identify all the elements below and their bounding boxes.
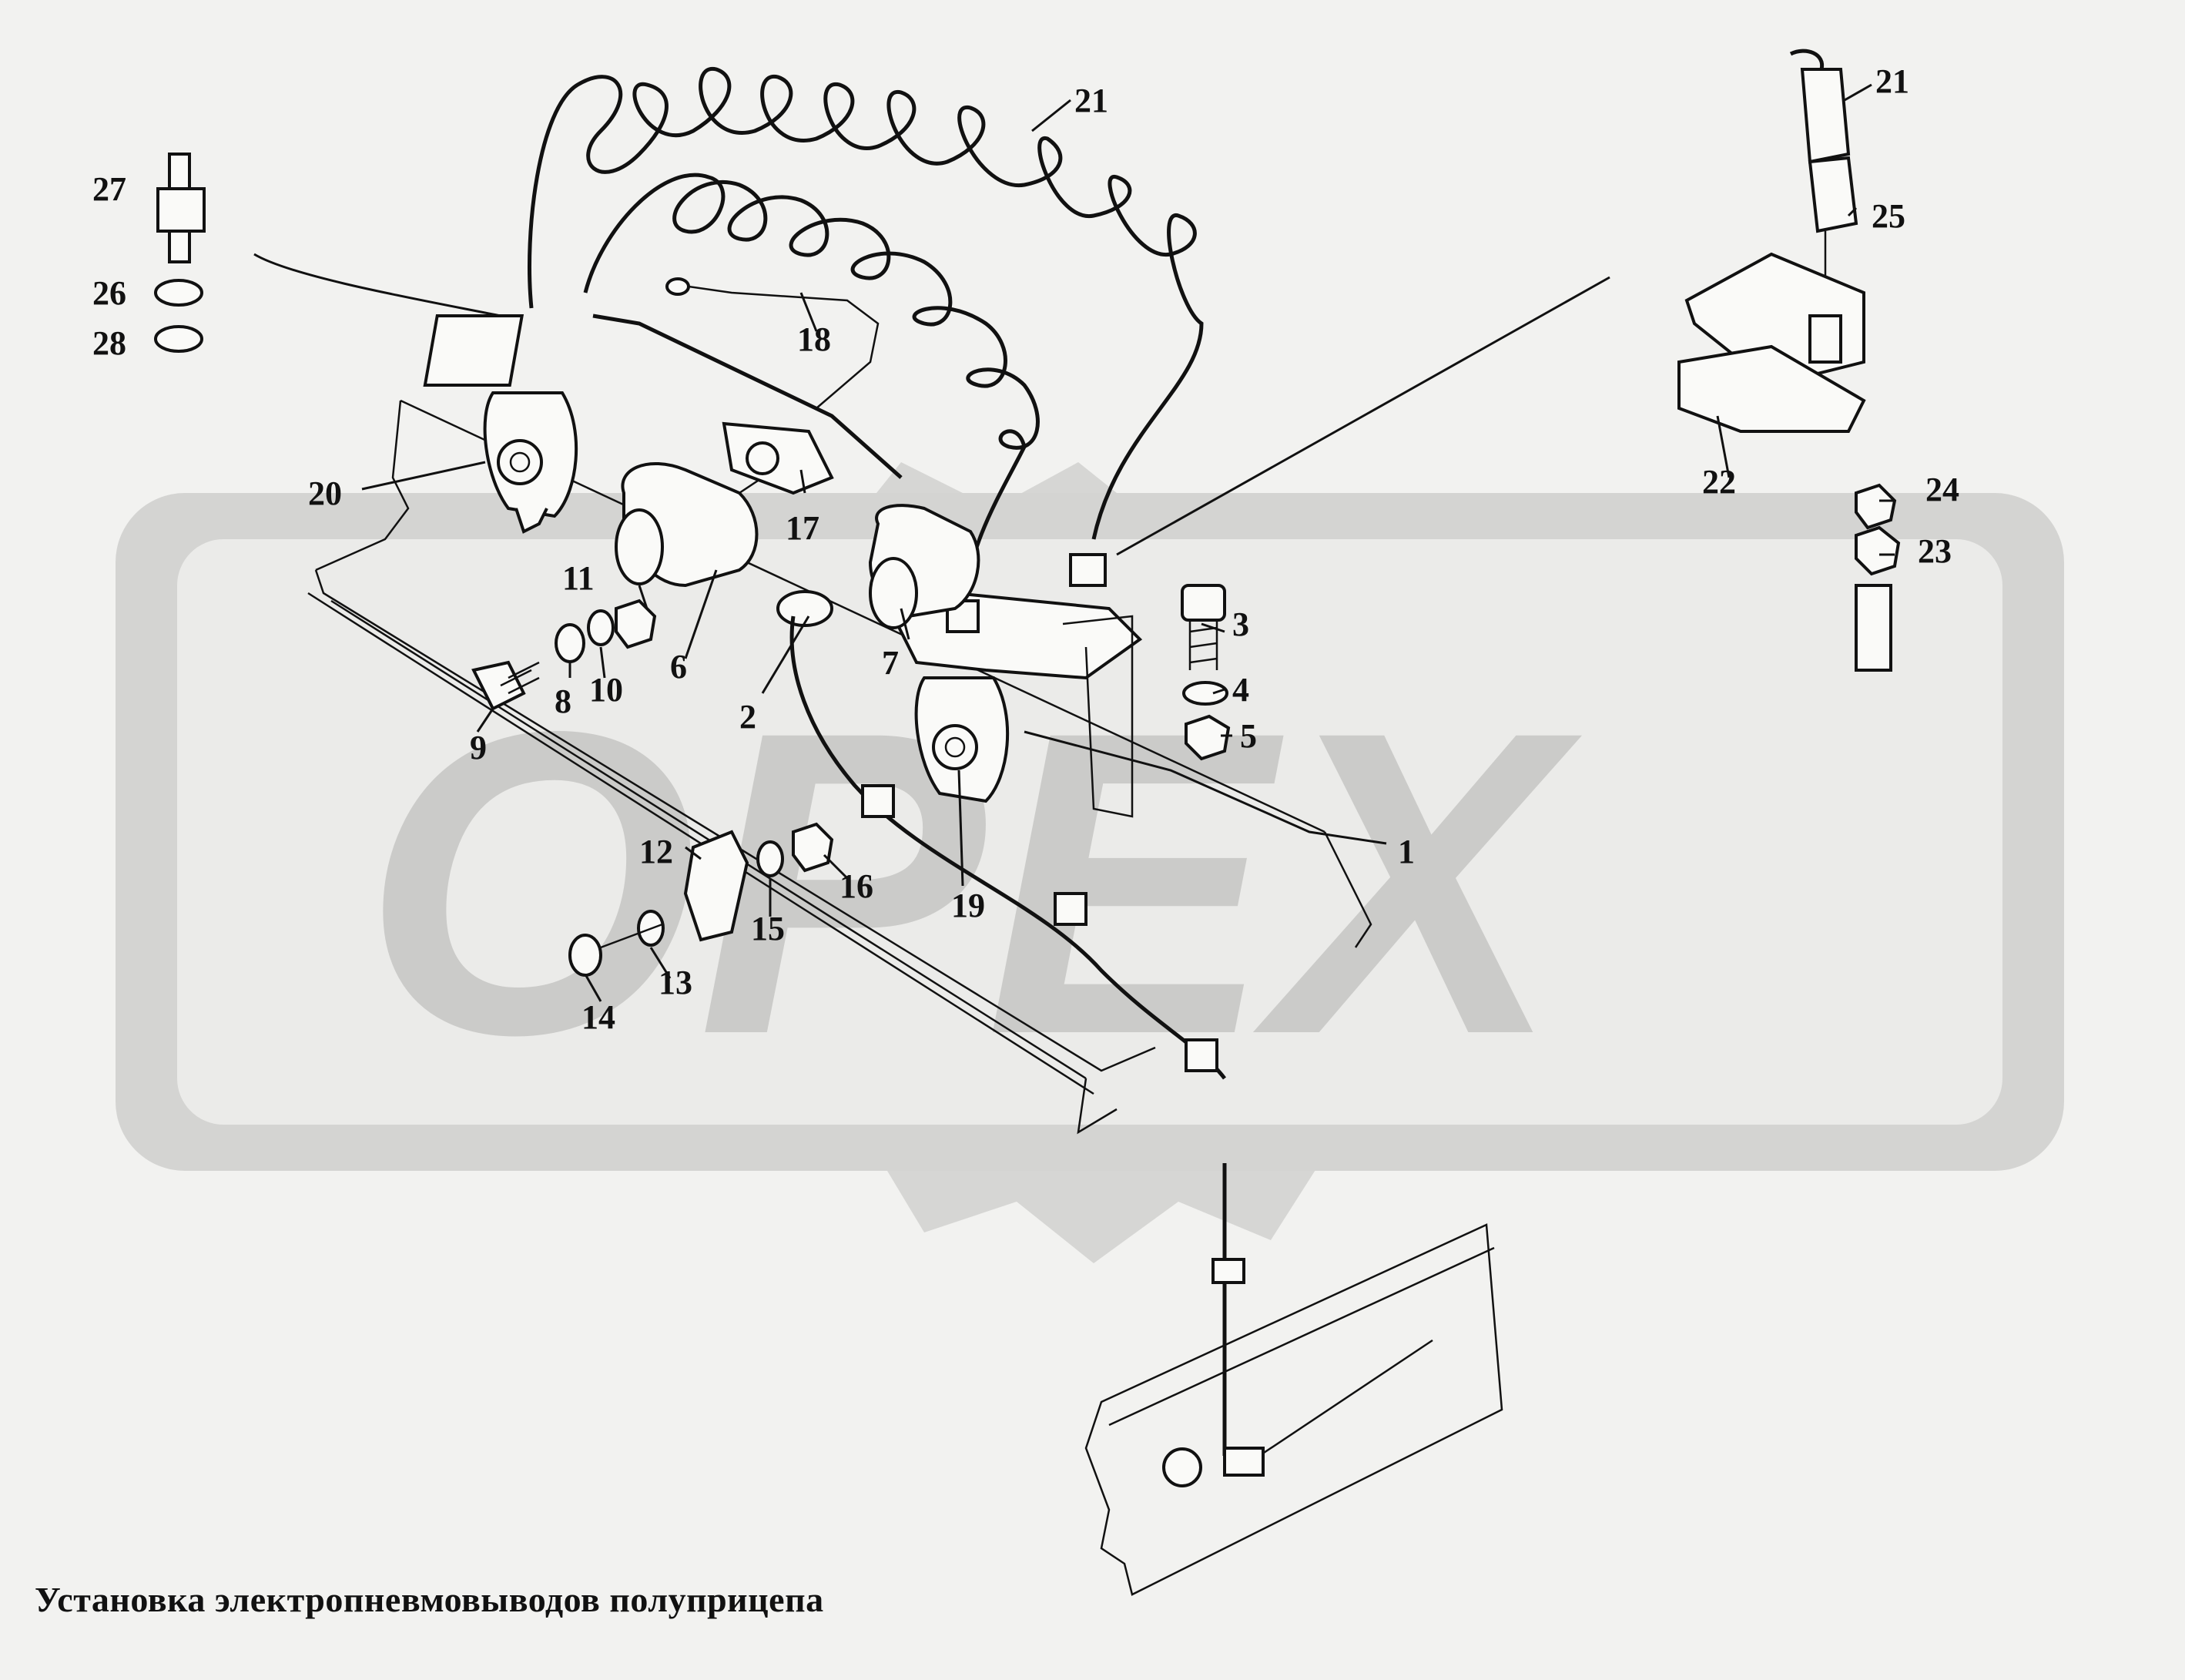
callout-26: 26 <box>92 274 126 312</box>
callout-20: 20 <box>308 474 342 512</box>
callout-21-right: 21 <box>1875 62 1909 100</box>
callout-24: 24 <box>1925 471 1959 508</box>
callout-labels: 1 2 3 4 5 6 7 8 9 10 11 12 13 14 15 16 1… <box>92 62 1959 1036</box>
lower-rail <box>1084 1163 1503 1596</box>
callout-6: 6 <box>670 648 687 686</box>
callout-8: 8 <box>555 682 571 720</box>
callout-14: 14 <box>581 998 615 1036</box>
fastener-set-9-11 <box>471 599 657 711</box>
callout-17: 17 <box>786 509 819 547</box>
callout-22: 22 <box>1702 463 1736 501</box>
callout-21-left: 21 <box>1074 82 1108 119</box>
right-assembly-21-25 <box>1677 49 1901 672</box>
callout-13: 13 <box>659 964 692 1001</box>
callout-11: 11 <box>562 559 595 597</box>
callout-27: 27 <box>92 170 126 208</box>
callout-28: 28 <box>92 324 126 362</box>
coupling-head-left <box>423 314 578 534</box>
callout-10: 10 <box>589 671 623 709</box>
part-17 <box>722 421 834 495</box>
callout-7: 7 <box>882 644 899 682</box>
socket-6 <box>615 461 779 588</box>
fastener-set-3-5 <box>1181 584 1231 761</box>
socket-7 <box>868 504 980 629</box>
callout-23: 23 <box>1918 532 1952 570</box>
callout-4: 4 <box>1232 671 1249 709</box>
callout-18: 18 <box>797 320 831 358</box>
callout-3: 3 <box>1232 605 1249 643</box>
grommet-2 <box>776 590 1226 1080</box>
callout-5: 5 <box>1240 717 1257 755</box>
hose-coils <box>528 66 1204 609</box>
coupling-head-right <box>914 676 1010 803</box>
callout-25: 25 <box>1872 197 1905 235</box>
part-18-wire <box>665 277 880 409</box>
leader-lines <box>253 83 1895 1002</box>
callout-15: 15 <box>751 910 785 947</box>
callout-2: 2 <box>739 698 756 736</box>
callout-19: 19 <box>951 887 985 924</box>
figure-caption: Установка электропневмовыводов полуприце… <box>35 1580 824 1619</box>
fastener-set-26-28 <box>154 153 206 353</box>
callout-12: 12 <box>639 833 673 870</box>
callout-16: 16 <box>839 867 873 905</box>
callout-1: 1 <box>1398 833 1415 870</box>
callout-9: 9 <box>470 729 487 766</box>
clamp-set-12-16 <box>568 822 834 977</box>
